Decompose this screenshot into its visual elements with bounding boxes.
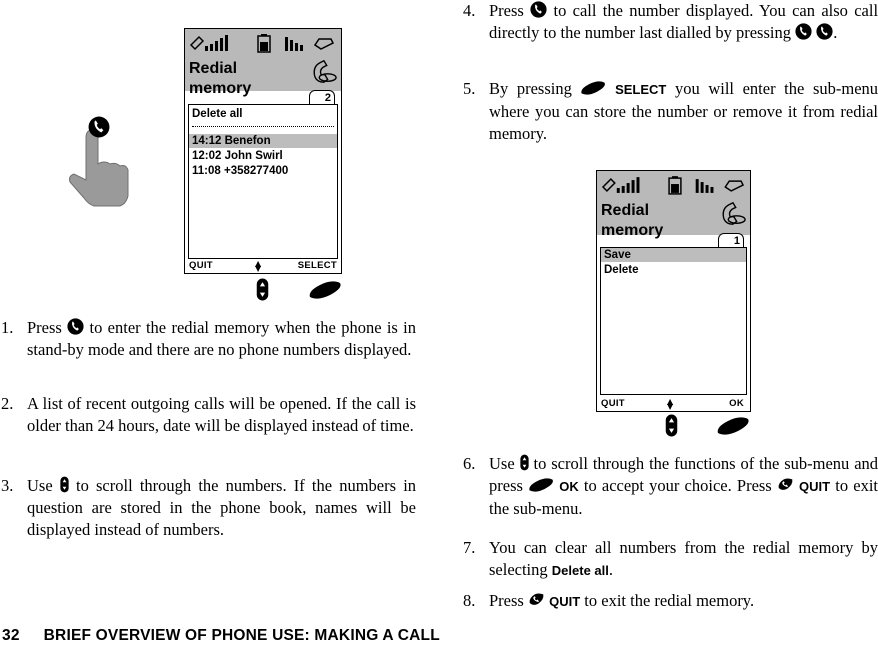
list-item-delete-all[interactable]: Delete all	[192, 108, 243, 120]
screen-tab-number: 1	[718, 233, 744, 247]
list-item[interactable]: 12:02 John Swirl	[192, 150, 283, 162]
list-item[interactable]: 14:12 Benefon	[189, 134, 337, 148]
call-key-icon	[530, 1, 547, 18]
end-key-icon	[777, 476, 794, 493]
submenu-list: Save Delete	[600, 247, 747, 395]
step-5: 5. By pressing SELECT you will enter the…	[463, 79, 878, 144]
step-4: 4. Press to call the number displayed. Y…	[463, 1, 878, 43]
step-8: 8. Press QUIT to exit the redial memory.	[463, 591, 755, 610]
screen-title-line1: Redial	[189, 60, 238, 77]
screen-title-line2: memory	[189, 80, 252, 97]
screen-title-line2: memory	[601, 222, 664, 239]
scroll-key-icon	[665, 414, 678, 437]
list-item-save[interactable]: Save	[601, 248, 746, 262]
select-softkey-label: SELECT	[297, 260, 337, 271]
divider	[192, 126, 334, 127]
handset-icon	[718, 199, 746, 227]
section-title: BRIEF OVERVIEW OF PHONE USE: MAKING A CA…	[43, 627, 440, 644]
soft-key-icon	[716, 416, 750, 436]
scroll-key-icon	[60, 476, 69, 493]
status-icons	[189, 34, 335, 53]
step-7: 7. You can clear all numbers from the re…	[463, 538, 878, 580]
step-1: 1. Press to enter the redial memory when…	[1, 318, 417, 360]
call-key-icon	[816, 23, 833, 40]
step-6: 6. Use to scroll through the functions o…	[463, 454, 878, 519]
list-item[interactable]: 11:08 +358277400	[192, 165, 289, 177]
handset-icon	[309, 57, 337, 85]
end-key-icon	[528, 591, 545, 608]
soft-key-icon	[528, 477, 554, 493]
call-key-icon	[88, 116, 110, 138]
screen-header: Redial memory 2	[185, 29, 341, 104]
call-key-icon	[795, 23, 812, 40]
scroll-key-icon	[256, 278, 269, 301]
redial-memory-screen: Redial memory 2 Delete all 14:12 Benefon…	[184, 28, 342, 274]
redial-list: Delete all 14:12 Benefon 12:02 John Swir…	[188, 104, 338, 259]
select-keyword: SELECT	[615, 82, 667, 97]
scroll-key-icon	[520, 454, 529, 471]
step-2: 2. A list of recent outgoing calls will …	[1, 394, 416, 436]
page-footer: 32 BRIEF OVERVIEW OF PHONE USE: MAKING A …	[2, 627, 440, 645]
ok-softkey-label: OK	[729, 398, 744, 409]
status-icons	[601, 176, 745, 195]
call-key-icon	[67, 318, 84, 335]
list-item-delete[interactable]: Delete	[604, 264, 639, 276]
hand-illustration	[60, 112, 140, 208]
quit-softkey-label: QUIT	[601, 398, 625, 409]
step-3: 3. Use to scroll through the numbers. If…	[1, 476, 417, 540]
redial-submenu-screen: Redial memory 1 Save Delete QUIT ▲▼ OK	[596, 170, 751, 412]
delete-all-keyword: Delete all	[551, 563, 609, 579]
screen-tab-number: 2	[309, 90, 335, 104]
screen-title-line1: Redial	[601, 202, 650, 219]
quit-keyword: QUIT	[549, 594, 581, 609]
screen-header: Redial memory 1	[597, 171, 750, 247]
quit-softkey-label: QUIT	[189, 260, 213, 271]
quit-keyword: QUIT	[799, 479, 831, 495]
page-number: 32	[2, 627, 20, 644]
scroll-indicator-icon: ▲▼	[667, 397, 674, 411]
ok-keyword: OK	[559, 479, 579, 495]
soft-key-icon	[308, 280, 342, 300]
soft-key-icon	[580, 80, 606, 96]
scroll-indicator-icon: ▲▼	[255, 259, 262, 273]
